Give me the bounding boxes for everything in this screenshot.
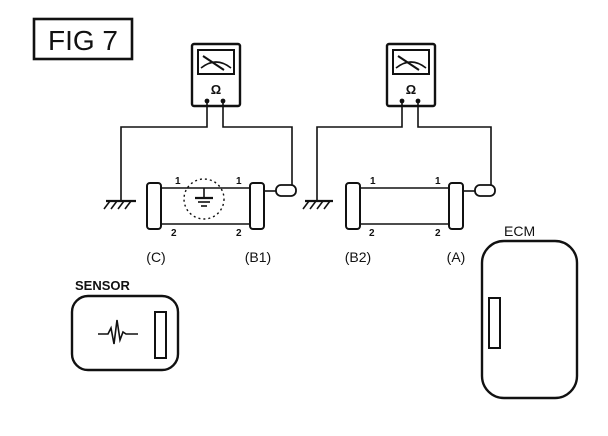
pin-2-label: 2 xyxy=(236,228,242,239)
pin-1-label: 1 xyxy=(435,176,441,187)
figure-title-text: FIG 7 xyxy=(48,25,118,56)
connector-a xyxy=(448,182,464,230)
ohmmeter-icon xyxy=(385,42,437,108)
connector-b2 xyxy=(345,182,361,230)
pin-1-label: 1 xyxy=(370,176,376,187)
meter-lead-probe-left xyxy=(222,103,293,188)
short-to-ground-marker xyxy=(183,178,225,220)
connector-b2-label: (B2) xyxy=(345,249,371,265)
connector-c-label: (C) xyxy=(146,249,165,265)
connector-b1-label: (B1) xyxy=(245,249,271,265)
ecm-unit xyxy=(480,239,579,400)
sensor-label: SENSOR xyxy=(75,278,131,293)
waveform-icon xyxy=(98,319,138,345)
ohmmeter-right: Ω xyxy=(385,42,437,108)
connector-a-label: (A) xyxy=(447,249,466,265)
ground-icon xyxy=(103,199,136,210)
ecm-label: ECM xyxy=(504,223,535,239)
ohm-symbol: Ω xyxy=(211,82,221,97)
ohmmeter-left: Ω xyxy=(190,42,242,108)
pin-1-label: 1 xyxy=(175,176,181,187)
ohmmeter-icon xyxy=(190,42,242,108)
meter-lead-ground-right xyxy=(316,103,403,200)
meter-lead-probe-right xyxy=(417,103,492,188)
meter-lead-ground-left xyxy=(120,103,208,200)
probe-icon xyxy=(264,184,297,197)
sensor-unit xyxy=(70,294,180,372)
ground-icon xyxy=(302,199,333,210)
pin-1-label: 1 xyxy=(236,176,242,187)
pin-2-label: 2 xyxy=(369,228,375,239)
figure-title: FIG 7 xyxy=(32,17,134,61)
pin-2-label: 2 xyxy=(171,228,177,239)
ohm-symbol: Ω xyxy=(406,82,416,97)
pin-2-label: 2 xyxy=(435,228,441,239)
probe-icon xyxy=(463,184,496,197)
connector-b1 xyxy=(249,182,265,230)
connector-c xyxy=(146,182,162,230)
